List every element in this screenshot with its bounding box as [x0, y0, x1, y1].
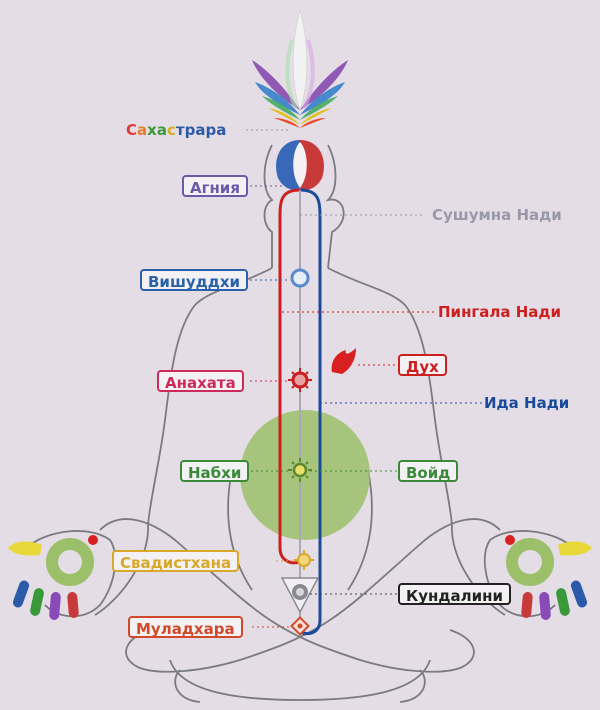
nabkhi-label: Набхи	[180, 460, 250, 482]
vishuddhi-chakra-icon	[290, 268, 310, 288]
ida-channel	[299, 188, 322, 635]
vishuddhi-label: Вишуддхи	[140, 269, 249, 291]
sahasrara-letter: х	[147, 121, 157, 139]
sahasrara-letter: а	[216, 121, 227, 139]
sahasrara-label: Сахастрара	[126, 120, 226, 140]
anahata-label: Анахата	[157, 370, 244, 392]
kundalini-icon	[280, 577, 320, 614]
kundalini-label: Кундалини	[398, 583, 512, 605]
ida-label: Ида Нади	[484, 394, 570, 412]
chakra-symbols	[280, 268, 320, 636]
pingala-label: Пингала Нади	[438, 303, 562, 321]
sushumna-label: Сушумна Нади	[432, 206, 562, 224]
svadisthana-chakra-icon	[294, 550, 314, 570]
flame-icon	[331, 348, 356, 374]
sahasrara-letter: р	[205, 121, 217, 139]
anahata-chakra-icon	[288, 368, 312, 392]
brain-lobes	[276, 140, 324, 190]
leader-lines	[246, 129, 482, 628]
sahasrara-letter: т	[175, 121, 185, 139]
sahasrara-letter: р	[184, 121, 196, 139]
sahasrara-letter: а	[156, 121, 167, 139]
void-label: Войд	[398, 460, 459, 482]
right-hand-chakras	[505, 535, 592, 620]
crown-lotus-petals	[252, 9, 348, 128]
sahasrara-letter: с	[166, 121, 176, 139]
left-hand-chakras	[8, 535, 98, 620]
muladhara-chakra-icon	[290, 616, 310, 636]
sahasrara-letter: а	[137, 121, 148, 139]
sahasrara-letter: С	[126, 121, 138, 139]
agniya-label: Агния	[182, 175, 248, 197]
svadisthana-label: Свадистхана	[112, 550, 240, 572]
dukh-label: Дух	[398, 354, 447, 376]
sahasrara-letter: а	[195, 121, 206, 139]
muladhara-label: Муладхара	[128, 616, 243, 638]
nabkhi-chakra-icon	[288, 458, 312, 482]
